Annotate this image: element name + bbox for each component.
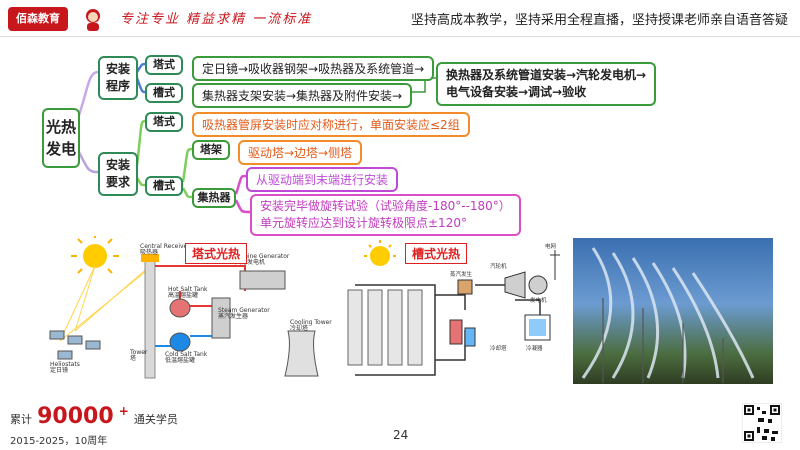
svg-text:Tower: Tower <box>129 349 148 356</box>
svg-text:Central Receiver: Central Receiver <box>140 243 190 250</box>
svg-text:冷却塔: 冷却塔 <box>290 324 308 332</box>
stat-prefix: 累计 <box>10 413 32 426</box>
tower-diagram-illustration: Central Receiver 吸热器 Turbine Generator 汽… <box>49 232 332 379</box>
footer-stat: 累计 90000 + 通关学员 <box>10 404 178 429</box>
tower-diagram-title: 塔式光热 <box>185 243 248 264</box>
svg-text:蒸汽发生器: 蒸汽发生器 <box>218 312 248 320</box>
node-req-tower: 塔式 <box>145 112 183 132</box>
stat-number: 90000 <box>37 404 114 429</box>
stat-plus: + <box>118 404 129 418</box>
qr-code-icon <box>742 403 782 443</box>
leaf-collector-2: 安装完毕做旋转试验（试验角度-180°--180°） 单元旋转应达到设计旋转极限… <box>250 194 521 236</box>
svg-text:蒸汽发生: 蒸汽发生 <box>450 270 473 278</box>
svg-text:吸热器: 吸热器 <box>140 248 158 256</box>
svg-text:Cooling Tower: Cooling Tower <box>290 319 332 326</box>
tower-diagram: Central Receiver 吸热器 Turbine Generator 汽… <box>40 232 340 386</box>
trough-field-photo-graphic <box>581 247 755 383</box>
svg-text:发电机: 发电机 <box>530 296 547 304</box>
leaf-req-tower: 吸热器管屏安装时应对称进行，单面安装应≤2组 <box>192 112 470 137</box>
svg-text:塔: 塔 <box>130 354 136 362</box>
trough-field-photo <box>573 238 773 384</box>
brand-logo: 佰森教育 <box>8 7 68 31</box>
header: 佰森教育 专注专业 精益求精 一流标准 坚持高成本教学，坚持采用全程直播，坚持授… <box>0 0 800 36</box>
header-divider <box>0 36 800 37</box>
svg-text:定日镜: 定日镜 <box>50 366 68 374</box>
leaf-process-trough: 集热器支架安装→集热器及附件安装→ <box>192 83 413 108</box>
svg-text:汽轮机: 汽轮机 <box>490 262 507 270</box>
root-node-solar-thermal: 光热 发电 <box>42 108 80 168</box>
svg-text:汽轮发电机: 汽轮发电机 <box>235 258 265 266</box>
footer-years: 2015-2025，10周年 <box>10 436 108 447</box>
node-collector: 集热器 <box>192 188 236 208</box>
trough-diagram-illustration: 汽轮机 电网 蒸汽发生 发电机 冷凝器 冷却塔 <box>347 240 560 376</box>
svg-text:冷凝器: 冷凝器 <box>526 344 543 352</box>
mascot-icon <box>86 9 100 31</box>
brand-logo-text: 佰森教育 <box>16 12 60 25</box>
trough-diagram-title: 槽式光热 <box>405 243 468 264</box>
node-req-trough: 槽式 <box>145 176 183 196</box>
svg-text:高温熔盐罐: 高温熔盐罐 <box>168 291 198 299</box>
svg-text:Cold Salt Tank: Cold Salt Tank <box>165 351 208 358</box>
svg-text:Steam Generator: Steam Generator <box>218 307 270 314</box>
svg-text:Heliostats: Heliostats <box>50 361 80 368</box>
stat-suffix: 通关学员 <box>133 413 178 426</box>
header-tagline: 坚持高成本教学，坚持采用全程直播，坚持授课老师亲自语音答疑 <box>410 13 788 28</box>
node-process-trough: 槽式 <box>145 83 183 103</box>
svg-text:冷却塔: 冷却塔 <box>490 344 507 352</box>
leaf-collector-1: 从驱动端到末端进行安装 <box>246 167 399 192</box>
header-slogan: 专注专业 精益求精 一流标准 <box>120 12 313 27</box>
leaf-process-tower: 定日镜→吸收器钢架→吸热器及系统管道→ <box>192 56 435 81</box>
node-install-process: 安装 程序 <box>98 56 138 100</box>
node-install-requirements: 安装 要求 <box>98 152 138 196</box>
svg-text:Hot Salt Tank: Hot Salt Tank <box>168 286 208 293</box>
leaf-process-merge: 换热器及系统管道安装→汽轮发电机→ 电气设备安装→调试→验收 <box>436 62 657 106</box>
svg-text:电网: 电网 <box>545 242 557 250</box>
node-tower-frame: 塔架 <box>192 140 230 160</box>
node-process-tower: 塔式 <box>145 55 183 75</box>
svg-text:Turbine Generator: Turbine Generator <box>234 253 290 260</box>
page-number: 24 <box>393 428 409 442</box>
svg-text:低温熔盐罐: 低温熔盐罐 <box>165 356 195 364</box>
leaf-tower-frame: 驱动塔→边塔→侧塔 <box>238 140 363 165</box>
trough-diagram: 汽轮机 电网 蒸汽发生 发电机 冷凝器 冷却塔 <box>340 240 570 388</box>
